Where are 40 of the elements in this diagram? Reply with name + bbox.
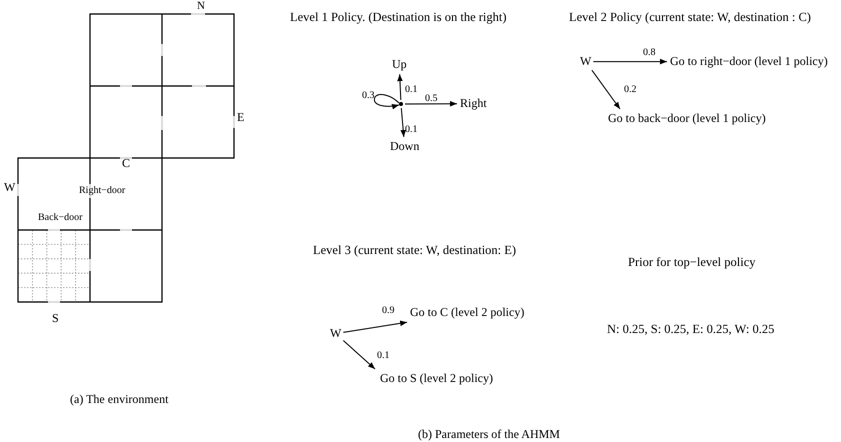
direction-label: Down bbox=[390, 140, 420, 154]
panel-title: Prior for top−level policy bbox=[628, 256, 756, 270]
edge-label: 0.9 bbox=[382, 305, 394, 316]
junction-dot bbox=[399, 102, 403, 106]
arrow bbox=[342, 320, 408, 333]
arrow bbox=[374, 94, 400, 110]
prior-values: N: 0.25, S: 0.25, E: 0.25, W: 0.25 bbox=[607, 323, 774, 337]
policy-label: Go to S (level 2 policy) bbox=[380, 372, 493, 386]
edge-label: 0.1 bbox=[405, 124, 418, 135]
arrow bbox=[400, 108, 406, 138]
arrow bbox=[591, 70, 620, 110]
compass-label: S bbox=[52, 312, 59, 326]
panel-title: Level 3 (current state: W, destination: E) bbox=[313, 244, 516, 258]
state-label: W bbox=[580, 55, 592, 68]
figure-caption: (a) The environment bbox=[70, 393, 168, 406]
policy-label: Go to back−door (level 1 policy) bbox=[608, 112, 766, 126]
edge-label: 0.2 bbox=[624, 84, 636, 95]
edge-label: 0.1 bbox=[405, 84, 418, 95]
arrow bbox=[342, 340, 376, 370]
edge-label: 0.5 bbox=[425, 93, 438, 104]
door-label: Right−door bbox=[79, 185, 126, 196]
policy-label: Go to C (level 2 policy) bbox=[410, 306, 524, 320]
panel-title: Level 1 Policy. (Destination is on the right) bbox=[290, 11, 507, 25]
room-label: C bbox=[122, 157, 130, 170]
compass-label: W bbox=[4, 181, 16, 194]
policy-label: Go to right−door (level 1 policy) bbox=[670, 55, 828, 68]
arrow bbox=[397, 74, 403, 100]
edge-label: 0.3 bbox=[362, 90, 374, 101]
compass-label: E bbox=[237, 111, 244, 124]
direction-label: Up bbox=[392, 58, 407, 72]
compass-label: N bbox=[197, 0, 205, 12]
edge-label: 0.8 bbox=[643, 47, 656, 58]
edge-label: 0.1 bbox=[377, 350, 390, 361]
panel-title: Level 2 Policy (current state: W, destination : C) bbox=[569, 11, 811, 25]
direction-label: Right bbox=[460, 97, 487, 110]
figure-caption: (b) Parameters of the AHMM bbox=[418, 428, 560, 442]
state-label: W bbox=[330, 327, 342, 340]
arrow bbox=[592, 58, 668, 64]
arrow bbox=[404, 100, 458, 107]
door-label: Back−door bbox=[38, 212, 83, 223]
